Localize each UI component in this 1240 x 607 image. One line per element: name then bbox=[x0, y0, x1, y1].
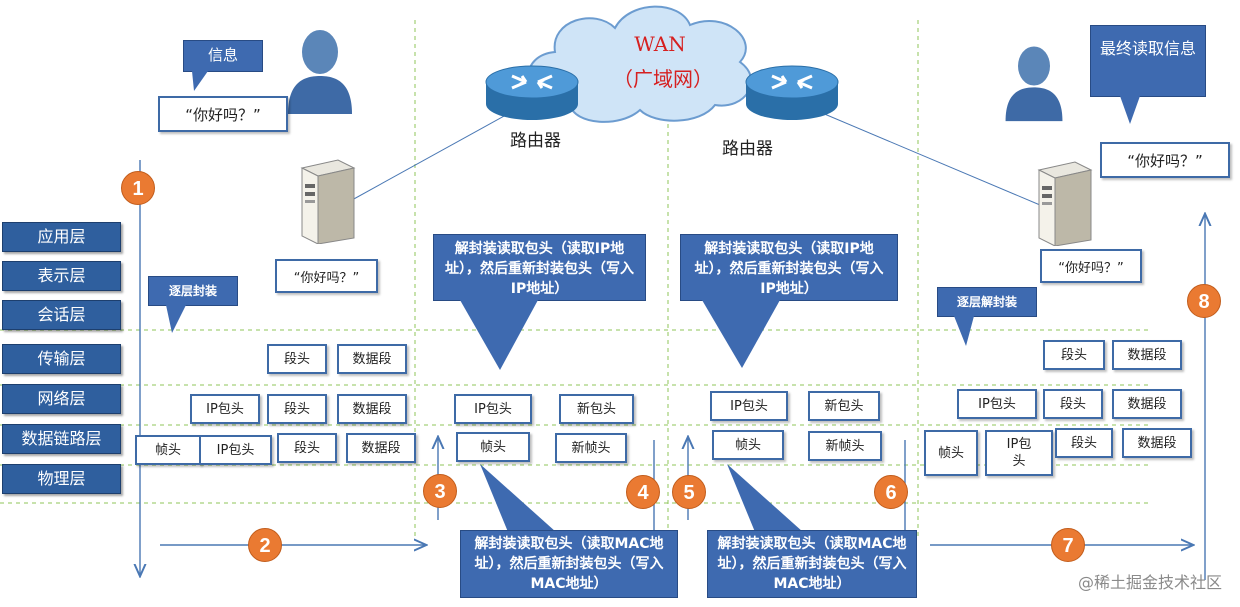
ip-header: IP包头 bbox=[190, 394, 260, 424]
callout-tail bbox=[166, 305, 186, 333]
layer-application: 应用层 bbox=[2, 222, 121, 252]
callout-tail bbox=[192, 71, 208, 91]
router-label-right: 路由器 bbox=[722, 139, 773, 159]
data-segment: 数据段 bbox=[1112, 389, 1182, 419]
layer-network: 网络层 bbox=[2, 384, 121, 414]
layer-presentation: 表示层 bbox=[2, 261, 121, 291]
layer-physical: 物理层 bbox=[2, 464, 121, 494]
ip-repack-callout-right: 解封装读取包头（读取IP地址），然后重新封装包头（写入IP地址） bbox=[680, 234, 898, 301]
segment-header: 段头 bbox=[277, 433, 337, 463]
data-segment: 数据段 bbox=[337, 344, 407, 374]
ip-header: IP包头 bbox=[710, 391, 788, 421]
final-info-callout: 最终读取信息 bbox=[1090, 25, 1206, 97]
callout-tail bbox=[480, 464, 556, 532]
ip-header: IP包头 bbox=[985, 430, 1053, 476]
receiver-host-message: “你好吗？” bbox=[1040, 249, 1142, 283]
step-6-badge: 6 bbox=[874, 475, 908, 509]
segment-header: 段头 bbox=[1055, 428, 1113, 458]
wan-title: WAN bbox=[634, 32, 686, 56]
ip-header: IP包头 bbox=[454, 394, 532, 424]
callout-tail bbox=[702, 300, 780, 368]
layer-data-link: 数据链路层 bbox=[2, 424, 121, 454]
step-5-badge: 5 bbox=[672, 475, 706, 509]
mac-repack-callout-left: 解封装读取包头（读取MAC地址），然后重新封装包头（写入MAC地址） bbox=[460, 530, 678, 598]
callout-tail bbox=[727, 464, 803, 532]
user-icon bbox=[1005, 46, 1063, 122]
frame-header: 帧头 bbox=[135, 435, 201, 465]
new-frame-header: 新帧头 bbox=[555, 433, 627, 463]
wan-subtitle: （广域网） bbox=[613, 67, 713, 91]
data-segment: 数据段 bbox=[346, 433, 416, 463]
layer-transport: 传输层 bbox=[2, 344, 121, 374]
new-frame-header: 新帧头 bbox=[808, 431, 882, 461]
ip-header: IP包头 bbox=[957, 389, 1037, 419]
step-7-badge: 7 bbox=[1051, 528, 1085, 562]
step-1-badge: 1 bbox=[121, 171, 155, 205]
segment-header: 段头 bbox=[267, 394, 327, 424]
mac-repack-callout-right: 解封装读取包头（读取MAC地址），然后重新封装包头（写入MAC地址） bbox=[707, 530, 917, 598]
sender-message: “你好吗？” bbox=[158, 96, 288, 132]
wan-cloud-icon bbox=[527, 5, 753, 123]
callout-tail bbox=[460, 300, 538, 370]
segment-header: 段头 bbox=[267, 344, 327, 374]
data-segment: 数据段 bbox=[1112, 340, 1182, 370]
segment-header: 段头 bbox=[1043, 389, 1103, 419]
frame-header: 帧头 bbox=[712, 430, 784, 460]
new-packet-header: 新包头 bbox=[808, 391, 880, 421]
data-segment: 数据段 bbox=[1122, 428, 1192, 458]
server-icon bbox=[300, 159, 356, 244]
watermark: @稀土掘金技术社区 bbox=[1077, 573, 1222, 592]
step-3-badge: 3 bbox=[423, 474, 457, 508]
step-2-badge: 2 bbox=[248, 528, 282, 562]
data-segment: 数据段 bbox=[337, 394, 407, 424]
layer-session: 会话层 bbox=[2, 300, 121, 330]
callout-tail bbox=[954, 316, 974, 346]
step-4-badge: 4 bbox=[626, 475, 660, 509]
step-8-badge: 8 bbox=[1187, 284, 1221, 318]
sender-host-message: “你好吗？” bbox=[275, 259, 378, 293]
frame-header: 帧头 bbox=[456, 432, 530, 462]
ip-repack-callout-left: 解封装读取包头（读取IP地址），然后重新封装包头（写入IP地址） bbox=[433, 234, 646, 301]
encap-callout: 逐层封装 bbox=[148, 276, 238, 306]
segment-header: 段头 bbox=[1043, 340, 1105, 370]
router-label-left: 路由器 bbox=[510, 131, 561, 151]
callout-tail bbox=[1120, 96, 1140, 124]
router-icon bbox=[745, 65, 839, 120]
router-icon bbox=[485, 65, 579, 120]
new-packet-header: 新包头 bbox=[559, 394, 634, 424]
frame-header: 帧头 bbox=[924, 430, 978, 476]
receiver-message: “你好吗？” bbox=[1100, 142, 1230, 178]
user-icon bbox=[288, 30, 352, 114]
decap-callout: 逐层解封装 bbox=[937, 287, 1037, 317]
info-callout: 信息 bbox=[183, 40, 263, 72]
ip-header: IP包头 bbox=[199, 435, 272, 465]
server-icon bbox=[1037, 161, 1093, 246]
